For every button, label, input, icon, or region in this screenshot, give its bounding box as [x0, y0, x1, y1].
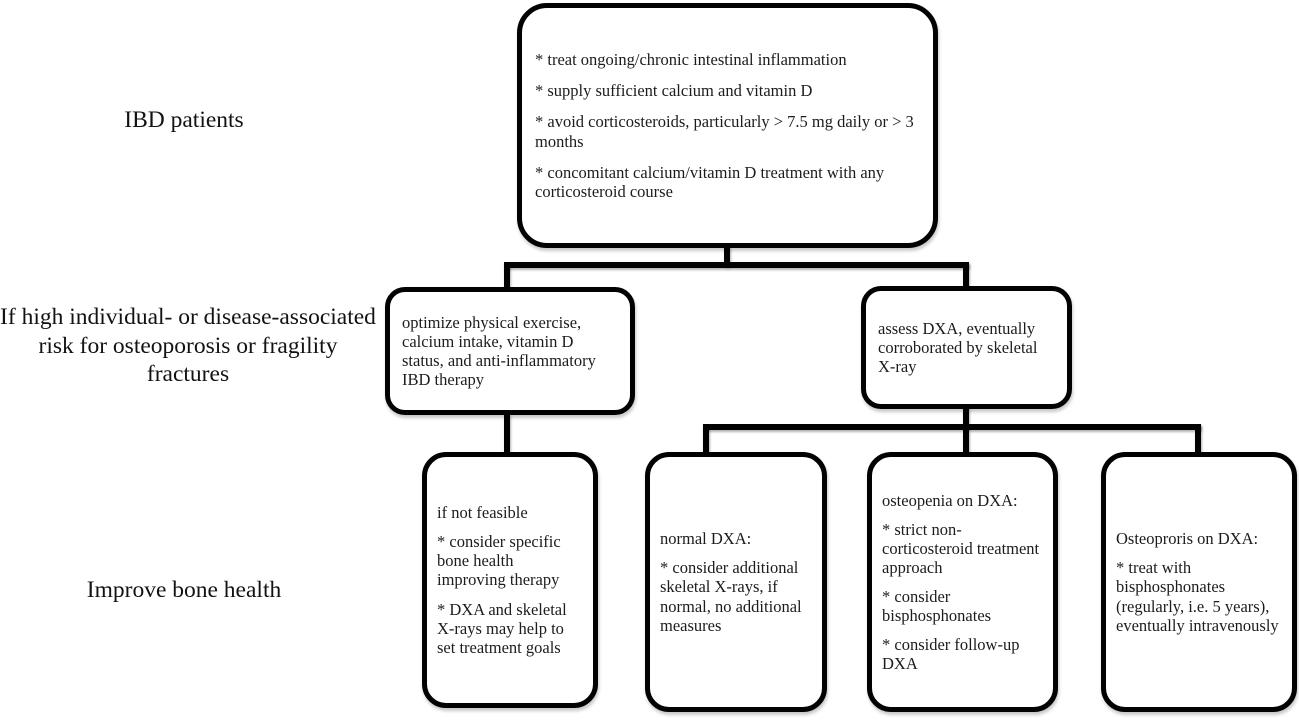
- connector-level2-right-drop: [1195, 424, 1201, 455]
- connector-level1-right-drop: [963, 262, 969, 289]
- node-assess-dxa: assess DXA, eventually corroborated by s…: [861, 286, 1072, 409]
- row-label-high-risk: If high individual- or disease-associate…: [0, 304, 376, 388]
- connector-optimize-to-notfeasible: [504, 413, 510, 455]
- connector-level1-left-drop: [504, 262, 510, 290]
- node-osteoporosis: Osteoproris on DXA: * treat with bisphos…: [1101, 452, 1297, 712]
- node-osteopenia-item: * consider follow-up DXA: [882, 635, 1020, 674]
- node-ibd-measures-item: * supply sufficient calcium and vitamin …: [535, 81, 813, 101]
- node-ibd-measures-item: * treat ongoing/chronic intestinal infla…: [535, 50, 847, 70]
- node-optimize-text: optimize physical exercise, calcium inta…: [402, 312, 596, 390]
- node-osteopenia: osteopenia on DXA: * strict non-corticos…: [867, 452, 1058, 712]
- node-normal-dxa-item: * consider additional skeletal X-rays, i…: [660, 558, 802, 635]
- connector-assess-stub: [963, 406, 969, 455]
- node-ibd-measures: * treat ongoing/chronic intestinal infla…: [517, 3, 938, 248]
- node-not-feasible-item: * consider specific bone health improvin…: [437, 532, 561, 590]
- node-not-feasible-item: if not feasible: [437, 503, 528, 523]
- node-normal-dxa: normal DXA: * consider additional skelet…: [645, 452, 827, 712]
- node-assess-dxa-text: assess DXA, eventually corroborated by s…: [878, 318, 1038, 377]
- node-ibd-measures-item: * concomitant calcium/vitamin D treatmen…: [535, 162, 885, 201]
- row-label-improve-bone-health: Improve bone health: [86, 577, 282, 603]
- node-ibd-measures-item: * avoid corticosteroids, particularly > …: [535, 112, 914, 151]
- connector-level1-rail: [504, 262, 969, 268]
- node-osteopenia-item: osteopenia on DXA:: [882, 490, 1018, 510]
- node-osteopenia-item: * strict non-corticosteroid treatment ap…: [882, 519, 1040, 577]
- connector-root-stub: [724, 246, 730, 266]
- node-osteoporosis-item: * treat with bisphosphonates (regularly,…: [1116, 558, 1279, 635]
- node-osteopenia-item: * consider bisphosphonates: [882, 587, 992, 626]
- connector-level2-rail: [703, 424, 1201, 430]
- node-normal-dxa-item: normal DXA:: [660, 529, 752, 549]
- row-label-ibd-patients: IBD patients: [124, 107, 244, 133]
- node-optimize: optimize physical exercise, calcium inta…: [385, 287, 635, 415]
- node-osteoporosis-item: Osteoproris on DXA:: [1116, 529, 1259, 549]
- node-not-feasible-item: * DXA and skeletal X-rays may help to se…: [437, 599, 567, 657]
- node-not-feasible: if not feasible * consider specific bone…: [422, 452, 598, 708]
- connector-level2-left-drop: [703, 424, 709, 455]
